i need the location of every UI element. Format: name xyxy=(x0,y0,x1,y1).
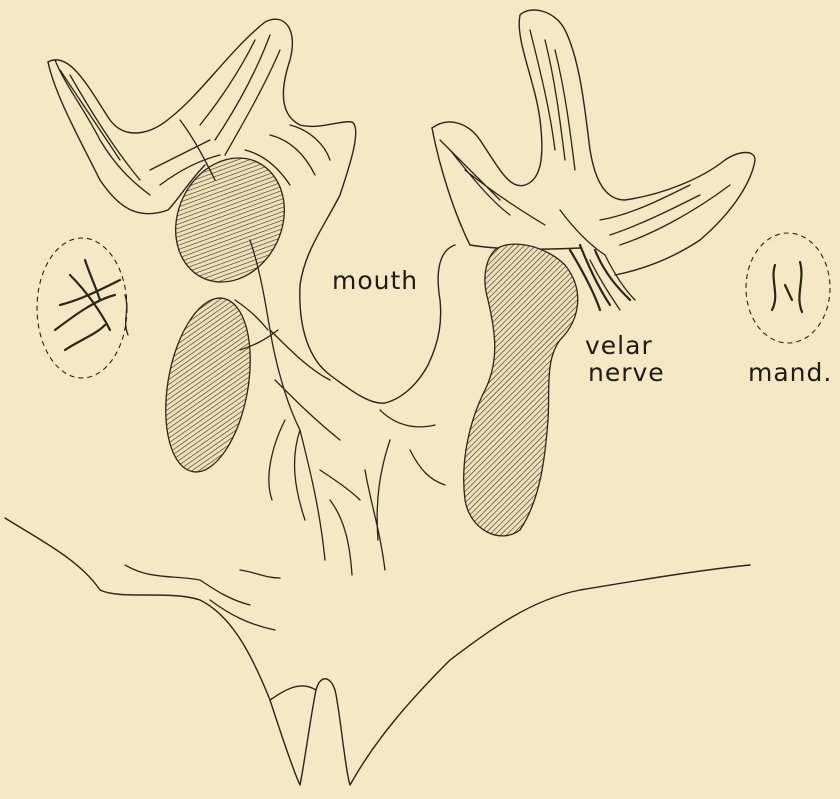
label-velar: velar xyxy=(585,333,653,358)
label-mouth: mouth xyxy=(332,268,418,293)
label-mand: mand. xyxy=(748,360,832,385)
lower-nerve-fragments xyxy=(125,565,280,630)
cartilage-right xyxy=(464,244,578,536)
left-dashed-region xyxy=(37,238,127,378)
mand-dashed-region xyxy=(746,233,830,343)
left-circle-nerves xyxy=(55,260,120,350)
throat-inner-left xyxy=(270,686,316,700)
right-lobe-inner xyxy=(432,128,580,249)
lower-outline xyxy=(5,518,750,785)
right-outline xyxy=(432,10,755,275)
right-lobe-nerves xyxy=(440,30,730,310)
cartilage-lower-left xyxy=(153,291,262,478)
left-lobe-inner xyxy=(48,62,205,214)
cartilage-upper-left xyxy=(156,140,304,300)
label-nerve: nerve xyxy=(588,360,665,385)
mand-circle-nerves xyxy=(772,262,802,312)
